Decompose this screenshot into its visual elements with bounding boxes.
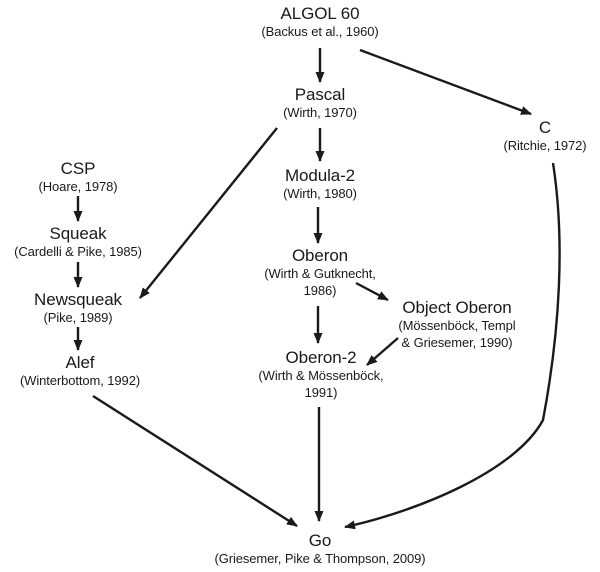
node-modula2-citation: (Wirth, 1980): [283, 186, 357, 201]
node-oberon-citation: (Wirth & Gutknecht,: [264, 266, 376, 281]
node-oberon-citation: 1986): [303, 282, 337, 298]
node-newsqueak-citation: (Pike, 1989): [43, 310, 113, 325]
edge-c-go: [344, 162, 561, 530]
node-oberon2-citation: (Wirth & Mössenböck,: [258, 368, 384, 383]
node-algol60: ALGOL 60 (Backus et al., 1960): [261, 4, 378, 41]
node-pascal-title: Pascal: [294, 85, 346, 104]
node-oberon-title: Oberon: [291, 246, 349, 265]
edge-objectoberon-oberon2: [366, 337, 399, 366]
node-oberon2-title: Oberon-2: [285, 348, 357, 367]
node-oberon2-citation: 1991): [304, 384, 338, 400]
node-pascal: Pascal (Wirth, 1970): [283, 85, 357, 122]
node-objectoberon-citation: & Griesemer, 1990): [401, 334, 513, 350]
node-objectoberon-citation: (Mössenböck, Templ: [398, 318, 516, 333]
edge-algol60-c: [359, 48, 532, 116]
node-objectoberon-title: Object Oberon: [402, 298, 512, 317]
node-csp: CSP (Hoare, 1978): [39, 159, 118, 196]
edge-alef-go: [92, 394, 298, 528]
edge-pascal-newsqueak: [139, 127, 278, 299]
node-c-title: C: [538, 118, 552, 137]
node-algol60-title: ALGOL 60: [280, 4, 360, 23]
node-squeak: Squeak (Cardelli & Pike, 1985): [14, 224, 142, 261]
node-go-title: Go: [308, 531, 332, 550]
node-alef-title: Alef: [65, 353, 95, 372]
node-modula2-title: Modula-2: [284, 166, 356, 185]
node-objectoberon: Object Oberon (Mössenböck, Templ & Gries…: [398, 298, 515, 351]
node-newsqueak-title: Newsqueak: [34, 290, 122, 309]
node-csp-title: CSP: [60, 159, 96, 178]
node-go-citation: (Griesemer, Pike & Thompson, 2009): [214, 551, 426, 566]
node-squeak-title: Squeak: [49, 224, 107, 243]
node-go: Go (Griesemer, Pike & Thompson, 2009): [215, 531, 426, 568]
node-squeak-citation: (Cardelli & Pike, 1985): [14, 244, 142, 259]
node-oberon2: Oberon-2 (Wirth & Mössenböck, 1991): [258, 348, 383, 401]
node-c-citation: (Ritchie, 1972): [503, 138, 587, 153]
edge-oberon-objectoberon: [355, 281, 389, 302]
node-newsqueak: Newsqueak (Pike, 1989): [34, 290, 122, 327]
node-modula2: Modula-2 (Wirth, 1980): [283, 166, 357, 203]
node-alef: Alef (Winterbottom, 1992): [20, 353, 140, 390]
node-algol60-citation: (Backus et al., 1960): [261, 24, 379, 39]
node-c: C (Ritchie, 1972): [503, 118, 586, 155]
node-oberon: Oberon (Wirth & Gutknecht, 1986): [264, 246, 376, 299]
node-pascal-citation: (Wirth, 1970): [283, 105, 357, 120]
node-csp-citation: (Hoare, 1978): [38, 179, 118, 194]
node-alef-citation: (Winterbottom, 1992): [19, 373, 141, 388]
